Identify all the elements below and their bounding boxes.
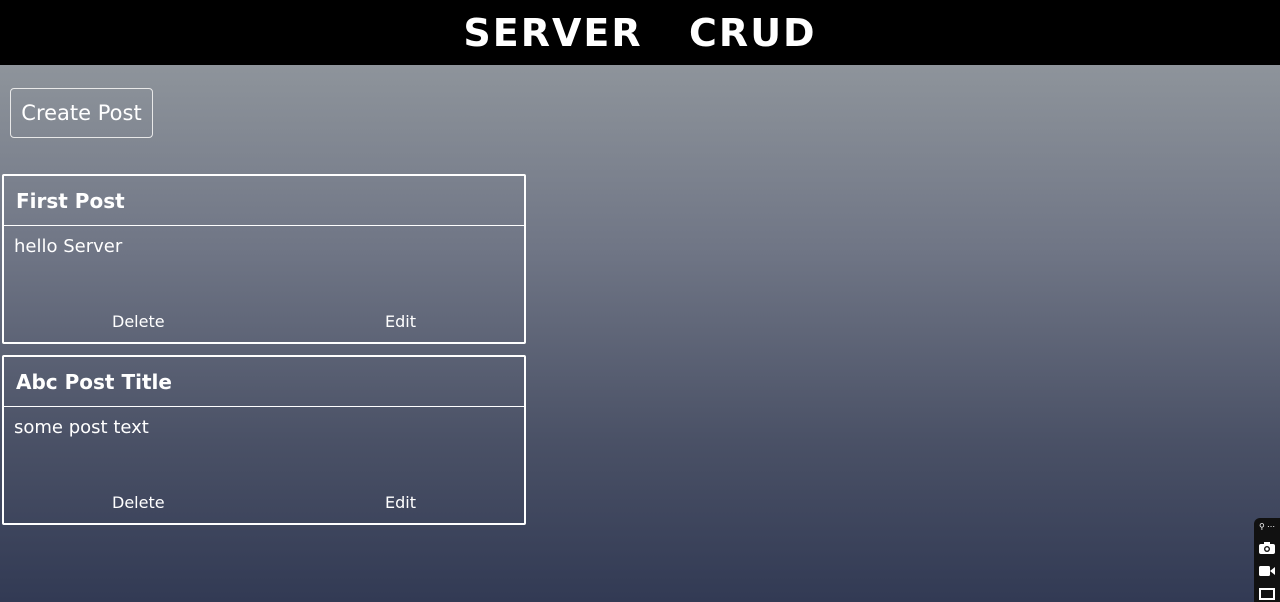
widget-menu-icon[interactable]: ⚲ ⋯ [1258, 522, 1276, 531]
app-header: SERVER CRUD [0, 0, 1280, 65]
post-actions: Delete Edit [4, 312, 524, 334]
delete-button[interactable]: Delete [112, 312, 165, 331]
capture-widget: ⚲ ⋯ [1254, 518, 1280, 602]
edit-button[interactable]: Edit [385, 312, 416, 331]
video-icon[interactable] [1258, 562, 1276, 579]
main-content: Create Post First Post hello Server Dele… [0, 65, 1280, 602]
camera-icon[interactable] [1258, 539, 1276, 556]
delete-button[interactable]: Delete [112, 493, 165, 512]
create-post-button[interactable]: Create Post [10, 88, 153, 138]
post-body: hello Server [14, 236, 123, 257]
post-title: First Post [4, 176, 524, 226]
screen-icon[interactable] [1258, 585, 1276, 602]
post-actions: Delete Edit [4, 493, 524, 515]
post-card: Abc Post Title some post text Delete Edi… [2, 355, 526, 525]
post-title: Abc Post Title [4, 357, 524, 407]
post-card: First Post hello Server Delete Edit [2, 174, 526, 344]
page-title: SERVER CRUD [463, 10, 817, 55]
post-body: some post text [14, 417, 149, 438]
edit-button[interactable]: Edit [385, 493, 416, 512]
